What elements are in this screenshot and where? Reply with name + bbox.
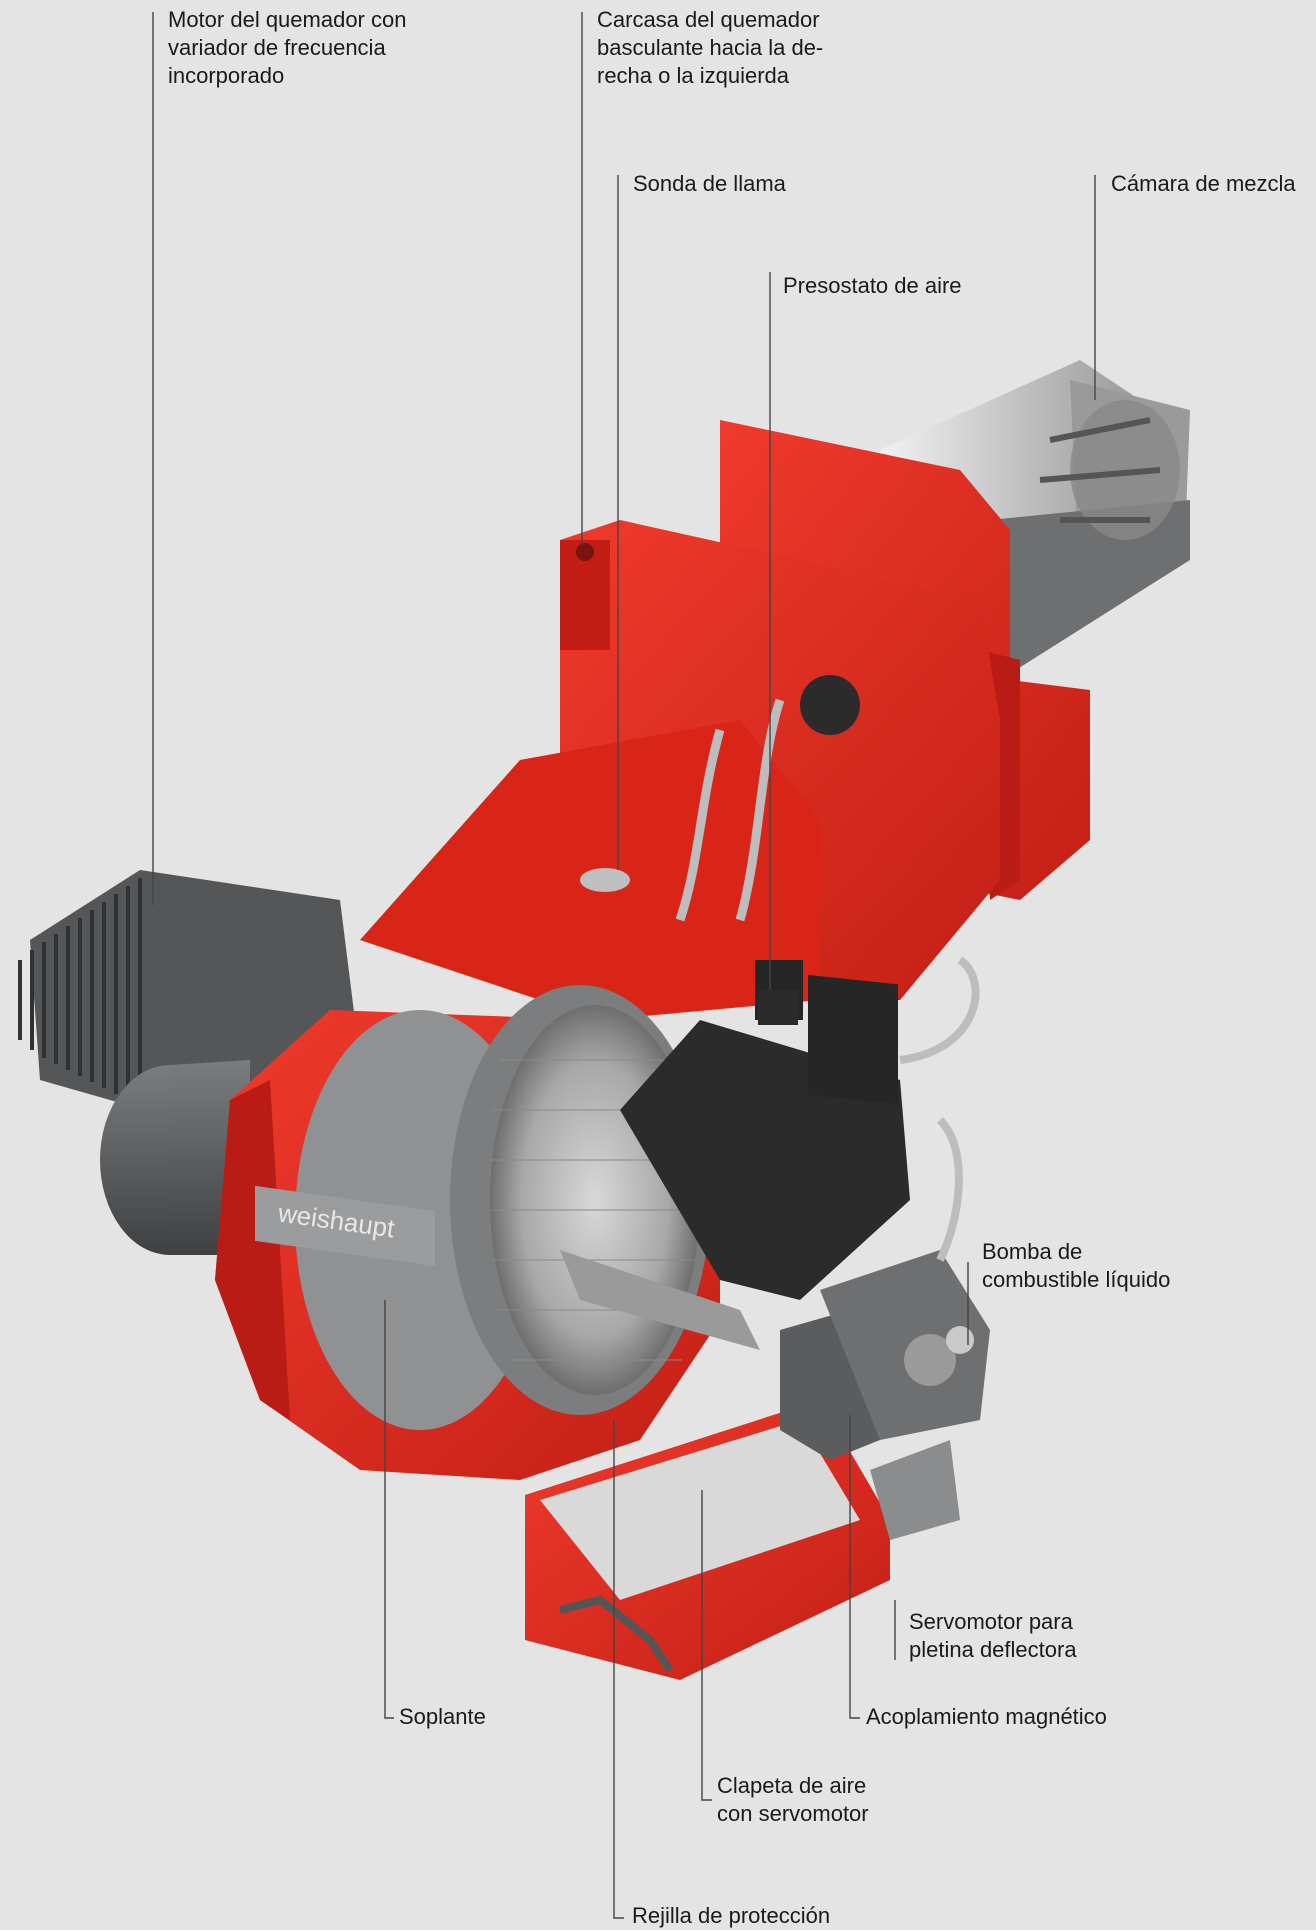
drive-shaft	[560, 1250, 760, 1350]
label-servomotor-plate: Servomotor para pletina deflectora	[909, 1609, 1077, 1662]
brand-plate	[255, 1185, 435, 1267]
label-motor: Motor del quemador con variador de frecu…	[168, 7, 407, 88]
label-guard-grille: Rejilla de protección	[632, 1903, 831, 1928]
oil-pump-illustration	[820, 1250, 990, 1440]
label-flame-probe: Sonda de llama	[633, 171, 786, 196]
label-fan: Soplante	[399, 1704, 486, 1729]
label-air-damper: Clapeta de aire con servomotor	[717, 1773, 869, 1826]
label-air-pressostat: Presostato de aire	[783, 273, 962, 298]
label-magnetic-coupling: Acoplamiento magnético	[866, 1704, 1107, 1729]
label-oil-pump: Bomba de combustible líquido	[982, 1239, 1171, 1292]
servomotor-plate-illustration	[870, 1440, 960, 1540]
label-housing: Carcasa del quemador basculante hacia la…	[597, 7, 824, 88]
label-mixing-chamber: Cámara de mezcla	[1111, 171, 1296, 196]
leader-lines	[152, 12, 1096, 1919]
